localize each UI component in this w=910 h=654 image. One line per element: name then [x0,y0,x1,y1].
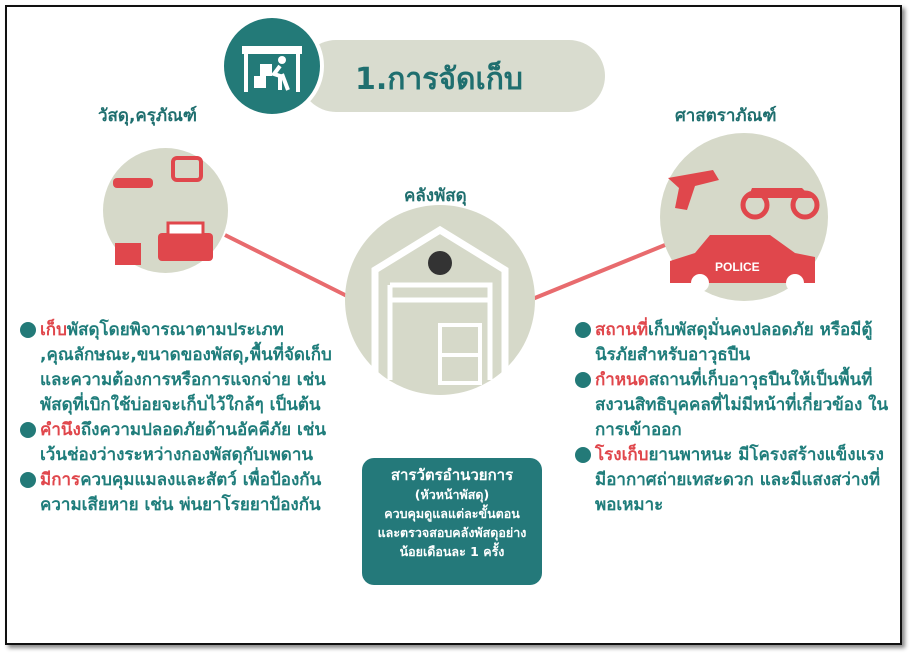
inspector-note-box: สารวัตรอำนวยการ (หัวหน้าพัสดุ) ควบคุมดูแ… [362,458,542,585]
highlight: มีการ [40,470,81,490]
item-text: สถานที่เก็บอาวุธปืนให้เป็นพื้นที่สงวนสิท… [595,370,889,440]
highlight: กำหนด [595,370,649,390]
warehouse-icon [371,225,509,385]
police-text: POLICE [715,260,760,274]
office-supplies-icon [113,156,213,265]
bullet-icon [575,372,591,388]
list-item: สถานที่เก็บพัสดุมั่นคงปลอดภัย หรือมีตู้น… [575,318,895,368]
list-item: คำนึงถึงความปลอดภัยด้านอัคคีภัย เช่น เว้… [20,418,350,468]
gun-bike-car-icon: POLICE [668,170,820,292]
box-line: ควบคุมดูแลแต่ละขั้นตอน [384,506,520,521]
warehouse-circle [345,205,535,395]
center-label: คลังพัสดุ [404,186,467,206]
list-item: เก็บพัสดุโดยพิจารณาตามประเภท ,คุณลักษณะ,… [20,318,350,418]
box-line: และตรวจสอบคลังพัสดุอย่าง [377,525,527,540]
box-line: สารวัตรอำนวยการ [390,466,514,484]
highlight: คำนึง [40,420,81,440]
highlight: เก็บ [40,320,67,340]
page-title: 1.การจัดเก็บ [355,62,523,97]
warehouse-worker-icon [220,14,324,118]
frame [5,5,902,645]
box-line: น้อยเดือนละ 1 ครั้ง [399,544,505,559]
left-list: เก็บพัสดุโดยพิจารณาตามประเภท ,คุณลักษณะ,… [20,318,350,518]
right-label: ศาสตราภัณฑ์ [675,106,777,126]
bullet-icon [20,472,36,488]
item-text: พัสดุโดยพิจารณาตามประเภท ,คุณลักษณะ,ขนาด… [40,320,332,415]
highlight: สถานที่ [595,320,649,340]
left-label: วัสดุ,ครุภัณฑ์ [98,106,198,126]
box-line: (หัวหน้าพัสดุ) [414,487,490,502]
bullet-icon [20,322,36,338]
highlight: โรงเก็บ [595,445,649,465]
bullet-icon [575,447,591,463]
right-list: สถานที่เก็บพัสดุมั่นคงปลอดภัย หรือมีตู้น… [575,318,895,518]
weapons-vehicles-circle: POLICE [660,133,828,301]
office-supplies-circle [103,148,228,273]
bullet-icon [575,322,591,338]
title-pill [300,40,605,112]
item-text: ควบคุมแมลงและสัตว์ เพื่อป้องกันความเสียห… [40,470,322,515]
item-text: ถึงความปลอดภัยด้านอัคคีภัย เช่น เว้นช่อง… [40,420,326,465]
bullet-icon [20,422,36,438]
list-item: มีการควบคุมแมลงและสัตว์ เพื่อป้องกันความ… [20,468,350,518]
item-text: เก็บพัสดุมั่นคงปลอดภัย หรือมีตู้นิรภัยสำ… [595,320,873,365]
list-item: กำหนดสถานที่เก็บอาวุธปืนให้เป็นพื้นที่สง… [575,368,895,443]
item-text: ยานพาหนะ มีโครงสร้างแข็งแรง มีอากาศถ่ายเ… [595,445,884,515]
list-item: โรงเก็บยานพาหนะ มีโครงสร้างแข็งแรง มีอาก… [575,443,895,518]
